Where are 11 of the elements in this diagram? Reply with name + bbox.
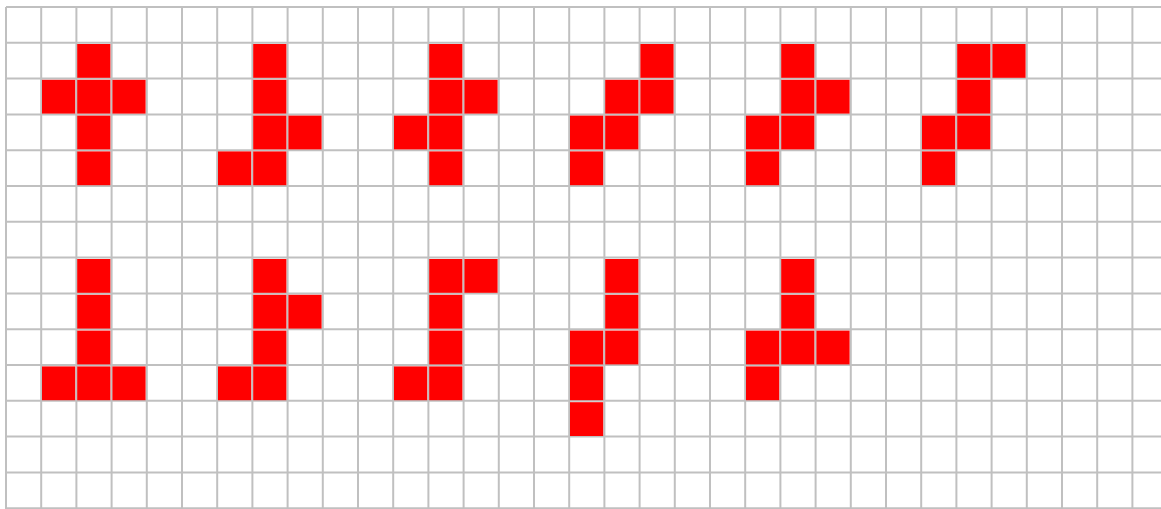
cube-net-drawing bbox=[746, 43, 850, 185]
cube-net-drawing bbox=[218, 43, 322, 185]
cube-net-drawing bbox=[394, 43, 498, 185]
cube-net-drawing bbox=[218, 258, 322, 400]
cube-net-drawing bbox=[42, 258, 146, 400]
cube-net-drawing bbox=[922, 43, 1026, 185]
cube-net-drawing bbox=[42, 43, 146, 185]
cube-net-drawing bbox=[394, 258, 498, 400]
cube-net-drawing bbox=[570, 258, 639, 436]
cube-net-drawing bbox=[570, 43, 674, 185]
cube-net-drawing bbox=[746, 258, 850, 400]
